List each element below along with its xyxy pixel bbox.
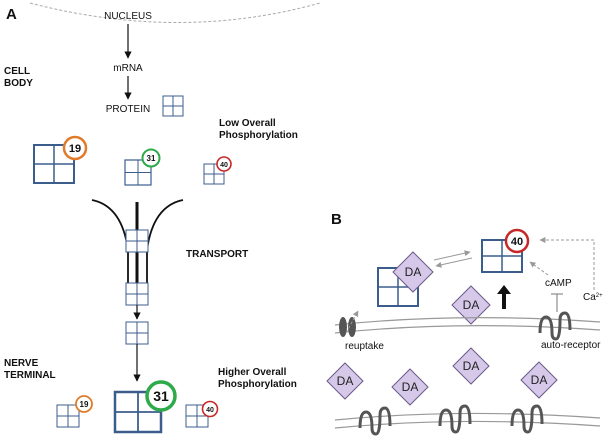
reuptake-label: reuptake: [345, 341, 384, 352]
increase-arrow-icon: [497, 285, 511, 309]
terminal-site-31-badge: [145, 380, 177, 412]
low-phos-label-line1: Low Overall: [219, 118, 276, 129]
terminal-site-19-badge: [75, 395, 93, 413]
upper-membrane-inner: [334, 325, 601, 334]
protein-box-medium-31: [124, 159, 152, 186]
site-31-badge: [141, 148, 161, 168]
transport-box-1: [125, 229, 149, 253]
terminal-box-19: [56, 404, 80, 428]
upper-membrane-outer: [334, 317, 601, 326]
autoreceptor-label: auto-receptor: [541, 340, 601, 351]
protein-label: PROTEIN: [106, 104, 150, 115]
site-19-label: 19: [69, 143, 81, 155]
site-31-label: 31: [147, 154, 156, 163]
calcium-base: Ca: [583, 292, 596, 303]
site-19-badge: [62, 135, 88, 161]
low-phos-label-line2: Phosphorylation: [219, 130, 298, 141]
nucleus-label: NUCLEUS: [104, 11, 152, 22]
postsynaptic-receptor-2: [438, 404, 472, 434]
cell-body-label-line1: CELL: [4, 66, 30, 77]
da-synaptic-1-label: DA: [337, 374, 354, 388]
b-site-40-label: 40: [511, 236, 523, 248]
da-diamond-synaptic-3: [452, 347, 490, 385]
nucleus-membrane: [29, 2, 321, 23]
calcium-label: Ca2+: [583, 292, 603, 303]
higher-phos-label-line1: Higher Overall: [218, 367, 287, 378]
transport-box-2: [125, 282, 149, 306]
camp-label: cAMP: [545, 278, 572, 289]
terminal-site-31-label: 31: [153, 388, 169, 404]
da-bound-label: DA: [405, 265, 422, 279]
lower-membrane-inner: [334, 420, 601, 429]
reuptake-transporter-right: [348, 317, 356, 337]
panel-a-label: A: [6, 6, 17, 23]
reuptake-arrow: [345, 310, 359, 334]
b-site-40-badge: [504, 228, 530, 254]
terminal-site-40-badge: [201, 400, 219, 418]
transport-box-3: [125, 321, 149, 345]
postsynaptic-receptor-1: [358, 406, 392, 436]
da-diamond-synaptic-4: [520, 361, 558, 399]
nerve-terminal-label-line1: NERVE: [4, 358, 39, 369]
calcium-arrow: [539, 237, 595, 290]
calcium-charge: 2+: [596, 293, 603, 299]
equilibrium-arrow-forward: [433, 250, 471, 261]
nerve-terminal-label-line2: TERMINAL: [4, 370, 56, 381]
equilibrium-arrow-reverse: [435, 257, 473, 268]
transport-label: TRANSPORT: [186, 249, 248, 260]
cell-body-label-line2: BODY: [4, 78, 33, 89]
site-40-badge: [216, 156, 232, 172]
da-synaptic-3-label: DA: [463, 359, 480, 373]
da-synaptic-2-label: DA: [402, 380, 419, 394]
da-diamond-synaptic-2: [391, 368, 429, 406]
higher-phos-label-line2: Phosphorylation: [218, 379, 297, 390]
site-40-label: 40: [220, 162, 228, 169]
da-free-label: DA: [463, 298, 480, 312]
autoreceptor-icon: [538, 311, 572, 341]
postsynaptic-receptor-3: [510, 404, 544, 434]
lower-membrane-outer: [334, 412, 601, 421]
axon-wall-right: [146, 199, 184, 290]
da-synaptic-4-label: DA: [531, 373, 548, 387]
terminal-site-19-label: 19: [80, 400, 89, 409]
protein-box-small: [162, 95, 184, 117]
da-diamond-bound: [392, 251, 434, 293]
da-diamond-free: [451, 285, 491, 325]
terminal-site-40-label: 40: [206, 407, 214, 414]
mrna-label: mRNA: [113, 63, 143, 74]
axon-wall-left: [91, 199, 129, 290]
reuptake-transporter-left: [339, 317, 347, 337]
da-diamond-synaptic-1: [326, 362, 364, 400]
panel-b-label: B: [331, 211, 342, 228]
camp-arrow: [529, 261, 549, 276]
